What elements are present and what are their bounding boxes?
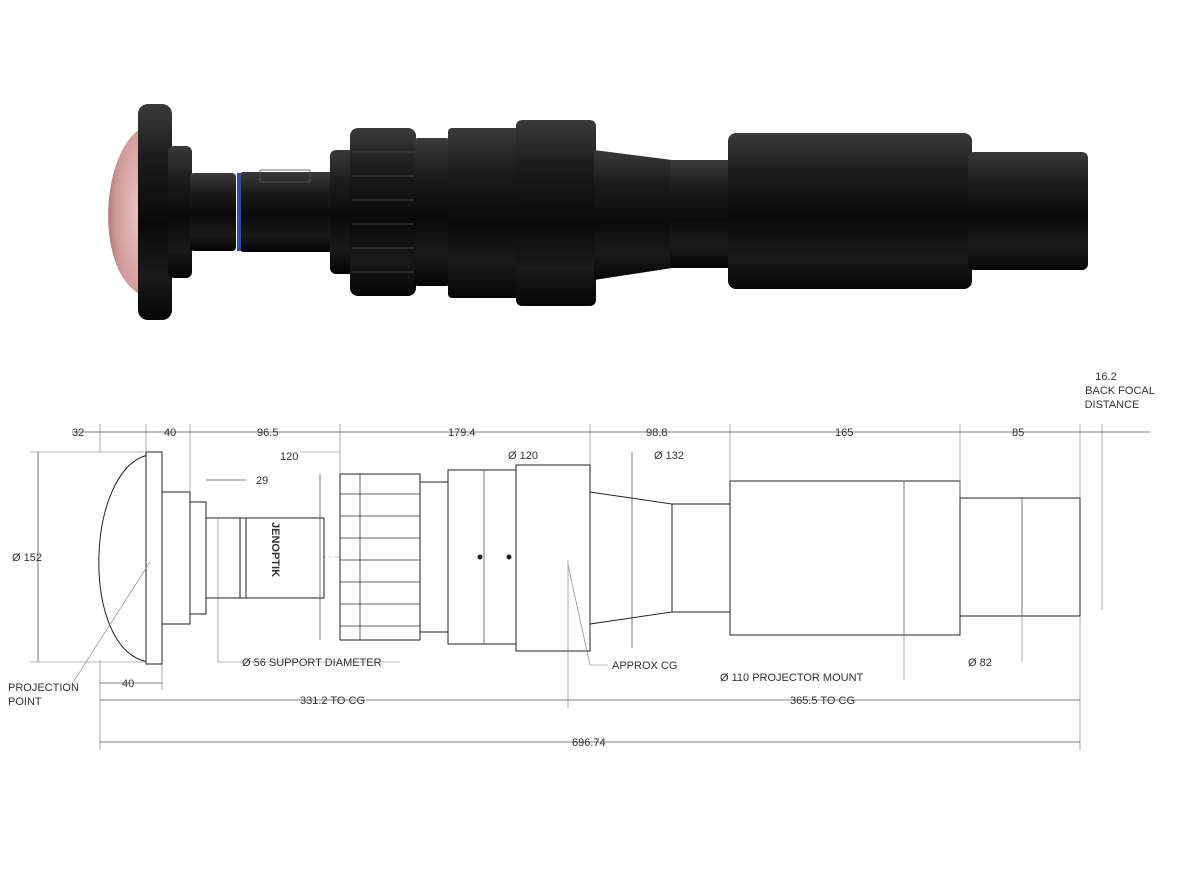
focus-ring-outline bbox=[339, 473, 421, 641]
front-collar bbox=[168, 146, 192, 278]
main-collar bbox=[516, 120, 596, 306]
projector-mount-label: Ø 110 PROJECTOR MOUNT bbox=[720, 672, 864, 684]
focus-ring-rear bbox=[414, 138, 450, 286]
dim-top-165: 165 bbox=[835, 427, 853, 439]
back-focal-label-1: BACK FOCAL bbox=[1085, 385, 1155, 397]
logo-plate bbox=[259, 169, 311, 183]
dia-120-dimension: Ø 120 bbox=[483, 450, 538, 644]
main-collar-outline bbox=[515, 464, 591, 652]
dia-82-label: Ø 82 bbox=[968, 657, 992, 669]
dia-132-label: Ø 132 bbox=[654, 450, 684, 462]
projection-point-label-1: PROJECTION bbox=[8, 682, 79, 694]
technical-drawing: JENOPTIK bbox=[8, 371, 1155, 750]
back-focal-distance-callout: 16.2 BACK FOCAL DISTANCE bbox=[1085, 371, 1155, 411]
projection-point-label-2: POINT bbox=[8, 696, 42, 708]
front-flange bbox=[138, 104, 172, 320]
support-diameter-dimension: Ø 56 SUPPORT DIAMETER bbox=[217, 518, 400, 669]
neck-cylinder bbox=[190, 173, 236, 251]
dim-120-left: 120 bbox=[280, 451, 340, 640]
dim-top-179-4: 179.4 bbox=[448, 427, 476, 439]
focus-rear-outline bbox=[419, 481, 449, 633]
approx-cg-callout: APPROX CG bbox=[567, 564, 677, 672]
dia-132-dimension: Ø 132 bbox=[631, 450, 684, 648]
mid-barrel-screw-1 bbox=[477, 554, 483, 560]
dia-120-label: Ø 120 bbox=[508, 450, 538, 462]
dia-82-dimension: Ø 82 bbox=[968, 498, 1023, 669]
support-diameter-label: Ø 56 SUPPORT DIAMETER bbox=[242, 657, 382, 669]
dim-120-left-label: 120 bbox=[280, 451, 298, 463]
blue-ring bbox=[237, 173, 241, 251]
back-focal-label-2: DISTANCE bbox=[1085, 399, 1140, 411]
dim-top-32: 32 bbox=[72, 427, 84, 439]
overall-length-label: 696.74 bbox=[572, 737, 606, 749]
overall-length-dimension: 696.74 bbox=[100, 737, 1080, 749]
cone-neck bbox=[670, 160, 732, 268]
mid-barrel-screw-2 bbox=[506, 554, 512, 560]
rear-barrel-outline bbox=[959, 497, 1081, 617]
mid-barrel bbox=[448, 128, 520, 298]
approx-cg-label: APPROX CG bbox=[612, 660, 677, 672]
cone-outline bbox=[589, 491, 673, 625]
focus-ring-hub bbox=[330, 150, 356, 274]
brand-logo: JENOPTIK bbox=[269, 522, 281, 577]
rear-barrel bbox=[968, 152, 1088, 270]
dome-outline bbox=[98, 454, 149, 663]
neck-band-outline bbox=[239, 517, 247, 599]
dia-152-label: Ø 152 bbox=[12, 552, 42, 564]
dim-top-98-8: 98.8 bbox=[646, 427, 667, 439]
cone-neck-outline bbox=[671, 503, 731, 613]
front-collar-outline bbox=[161, 491, 191, 625]
front-flange-outline bbox=[145, 451, 163, 665]
projector-mount-barrel bbox=[728, 133, 972, 289]
dim-29: 29 bbox=[206, 475, 268, 487]
projection-point-callout: PROJECTION POINT bbox=[8, 561, 151, 708]
cone-section bbox=[594, 150, 672, 280]
top-dimension-chain: 32 40 96.5 179.4 98.8 165 85 bbox=[72, 424, 1150, 610]
dim-top-96-5: 96.5 bbox=[257, 427, 278, 439]
dia-152-dimension: Ø 152 bbox=[12, 451, 146, 663]
to-cg-dimension: 331.2 TO CG 365.5 TO CG bbox=[99, 560, 1081, 750]
dim-top-40: 40 bbox=[164, 427, 176, 439]
neck-step-outline bbox=[189, 501, 207, 615]
to-cg-left-label: 331.2 TO CG bbox=[300, 695, 365, 707]
dim-40-bottom-label: 40 bbox=[122, 678, 134, 690]
projector-mount-outline bbox=[729, 480, 961, 636]
neck-outline bbox=[205, 517, 325, 599]
dim-top-85: 85 bbox=[1012, 427, 1024, 439]
lens-render bbox=[108, 104, 1088, 320]
knurl-grooves bbox=[352, 151, 414, 273]
to-cg-right-label: 365.5 TO CG bbox=[790, 695, 855, 707]
neck-cylinder-rear bbox=[241, 172, 333, 252]
dim-29-label: 29 bbox=[256, 475, 268, 487]
dim-40-bottom: 40 bbox=[100, 664, 163, 690]
projector-mount-dimension: Ø 110 PROJECTOR MOUNT bbox=[720, 481, 905, 684]
back-focal-value: 16.2 bbox=[1095, 371, 1116, 383]
focus-ring-knurl-lines bbox=[340, 474, 420, 640]
focus-ring-knurl bbox=[350, 128, 416, 296]
